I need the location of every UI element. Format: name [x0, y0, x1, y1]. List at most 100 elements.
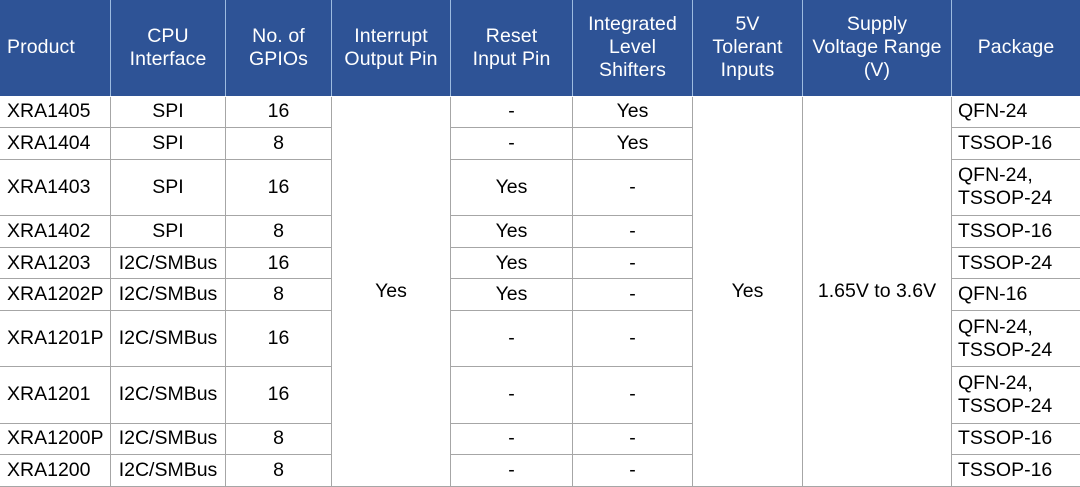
package-line: TSSOP-16 [958, 459, 1053, 482]
cell-product: XRA1405 [0, 95, 111, 129]
cell-cpu-interface: I2C/SMBus [110, 310, 226, 368]
cell-product: XRA1200P [0, 422, 111, 456]
cell-cpu-interface: SPI [110, 215, 226, 248]
cell-reset-input-pin: - [450, 454, 573, 487]
cell-cpu-interface: I2C/SMBus [110, 454, 226, 487]
cell-reset-input-pin: Yes [450, 278, 573, 312]
cell-no-of-gpios: 8 [225, 278, 332, 312]
cell-integrated-level-shifters: - [572, 215, 693, 248]
cell-cpu-interface: I2C/SMBus [110, 422, 226, 456]
cell-cpu-interface: I2C/SMBus [110, 366, 226, 424]
column-header-line: Output Pin [344, 47, 438, 70]
column-header-line: Interrupt [354, 24, 428, 47]
cell-no-of-gpios: 16 [225, 366, 332, 424]
cell-integrated-level-shifters: - [572, 366, 693, 424]
column-header-line: No. of [252, 24, 305, 47]
cell-product: XRA1201 [0, 366, 111, 424]
cell-reset-input-pin: Yes [450, 158, 573, 217]
cell-package: QFN-24,TSSOP-24 [951, 366, 1080, 424]
column-header-line: Tolerant [712, 36, 783, 59]
cell-no-of-gpios: 16 [225, 310, 332, 368]
package-line: TSSOP-24 [958, 251, 1053, 274]
cell-package: QFN-24,TSSOP-24 [951, 158, 1080, 217]
cell-integrated-level-shifters: - [572, 158, 693, 217]
cell-integrated-level-shifters: - [572, 278, 693, 312]
cell-reset-input-pin: - [450, 95, 573, 129]
cell-integrated-level-shifters: Yes [572, 127, 693, 160]
cell-package: QFN-16 [951, 278, 1080, 312]
cell-integrated-level-shifters: - [572, 454, 693, 487]
package-line: TSSOP-16 [958, 427, 1053, 450]
cell-package: TSSOP-24 [951, 246, 1080, 280]
cell-reset-input-pin: - [450, 366, 573, 424]
cell-integrated-level-shifters: - [572, 246, 693, 280]
column-header-line: Supply [846, 13, 908, 36]
cell-product: XRA1200 [0, 454, 111, 487]
cell-package: TSSOP-16 [951, 127, 1080, 160]
column-header-line: Input Pin [472, 47, 551, 70]
package-line: QFN-24 [958, 100, 1028, 123]
cell-product: XRA1203 [0, 246, 111, 280]
column-header-line: (V) [863, 59, 891, 82]
column-header-line: Shifters [599, 59, 666, 82]
cell-cpu-interface: SPI [110, 127, 226, 160]
cell-product: XRA1404 [0, 127, 111, 160]
column-header-line: Reset [485, 24, 538, 47]
package-line: TSSOP-24 [958, 187, 1053, 210]
column-header-line: Interface [129, 47, 207, 70]
cell-no-of-gpios: 16 [225, 246, 332, 280]
cell-cpu-interface: I2C/SMBus [110, 246, 226, 280]
cell-no-of-gpios: 16 [225, 95, 332, 129]
cell-reset-input-pin: Yes [450, 246, 573, 280]
package-line: QFN-24, [958, 164, 1033, 187]
cell-no-of-gpios: 8 [225, 215, 332, 248]
package-line: TSSOP-24 [958, 394, 1053, 417]
cell-5v-tolerant-inputs-merged: Yes [692, 95, 803, 487]
cell-package: TSSOP-16 [951, 454, 1080, 487]
cell-package: TSSOP-16 [951, 215, 1080, 248]
cell-reset-input-pin: Yes [450, 215, 573, 248]
cell-supply-voltage-range-merged: 1.65V to 3.6V [802, 95, 952, 487]
cell-interrupt-output-pin-merged: Yes [331, 95, 451, 487]
cell-no-of-gpios: 16 [225, 158, 332, 217]
cell-integrated-level-shifters: Yes [572, 95, 693, 129]
column-header-line: Inputs [720, 59, 775, 82]
cell-package: QFN-24 [951, 95, 1080, 129]
package-line: TSSOP-24 [958, 338, 1053, 361]
cell-reset-input-pin: - [450, 422, 573, 456]
cell-no-of-gpios: 8 [225, 422, 332, 456]
column-header-line: GPIOs [248, 47, 308, 70]
package-line: QFN-16 [958, 283, 1028, 306]
column-header-product: Product [0, 0, 111, 97]
cell-reset-input-pin: - [450, 310, 573, 368]
cell-no-of-gpios: 8 [225, 127, 332, 160]
cell-no-of-gpios: 8 [225, 454, 332, 487]
cell-package: QFN-24,TSSOP-24 [951, 310, 1080, 368]
cell-reset-input-pin: - [450, 127, 573, 160]
column-header-line: CPU [147, 24, 189, 47]
column-header-package: Package [951, 0, 1080, 97]
cell-cpu-interface: SPI [110, 158, 226, 217]
cell-product: XRA1403 [0, 158, 111, 217]
cell-product: XRA1201P [0, 310, 111, 368]
column-header-line: 5V [735, 13, 760, 36]
cell-package: TSSOP-16 [951, 422, 1080, 456]
package-line: TSSOP-16 [958, 219, 1053, 242]
